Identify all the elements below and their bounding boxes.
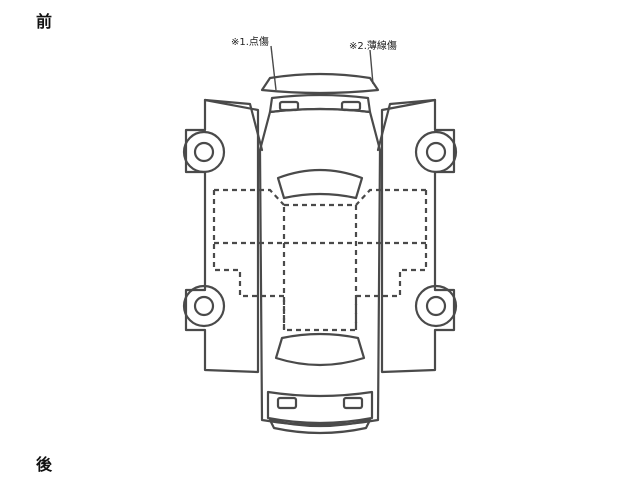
car-body-top <box>258 107 382 427</box>
taillight-left <box>276 396 298 410</box>
front-label: 前 <box>36 12 53 31</box>
roof-dashed-area <box>282 203 358 332</box>
right-front-door-frame <box>376 98 437 152</box>
leader-line-thin-scratch <box>369 49 374 85</box>
right-rear-hub <box>425 295 447 317</box>
left-front-hub <box>193 141 215 163</box>
taillight-right <box>342 396 364 410</box>
right-front-hub <box>425 141 447 163</box>
left-rear-wheel <box>182 284 226 328</box>
left-side-panel <box>184 98 260 374</box>
right-side-panel <box>380 98 456 374</box>
hood-panel <box>260 72 380 95</box>
rear-label: 後 <box>36 455 53 474</box>
rear-bumper <box>266 390 374 425</box>
leader-line-point-damage <box>270 45 277 91</box>
right-doors-dashed <box>354 188 428 330</box>
left-front-door-frame <box>203 98 264 152</box>
left-rear-hub <box>193 295 215 317</box>
right-rear-wheel <box>414 284 458 328</box>
left-front-wheel <box>182 130 226 174</box>
right-front-wheel <box>414 130 458 174</box>
trunk-edge <box>268 418 372 435</box>
thin-scratch-annotation: ※2.薄線傷 <box>349 41 397 52</box>
rear-windshield <box>274 332 366 367</box>
front-windshield <box>276 168 364 200</box>
point-damage-annotation: ※1.点傷 <box>231 37 269 48</box>
left-doors-dashed <box>212 188 286 330</box>
